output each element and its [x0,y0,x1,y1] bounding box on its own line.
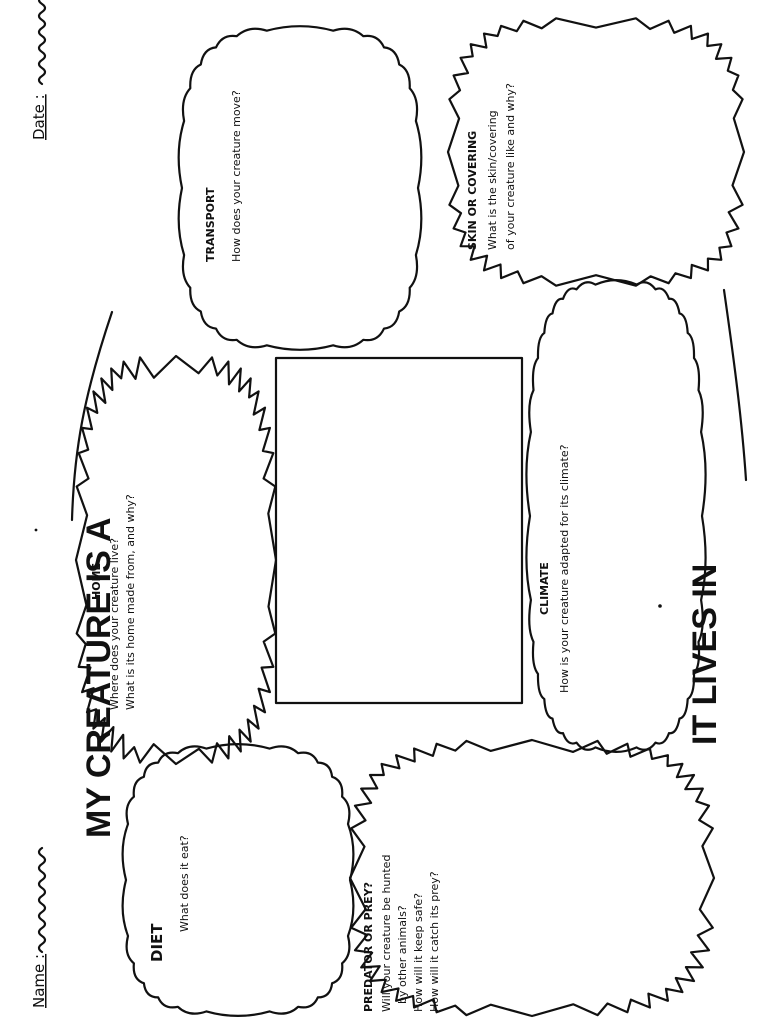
skin-prompt-1: What is the skin/covering [486,110,499,250]
date-label: Date : [30,94,48,140]
skin-heading: SKIN OR COVERING [466,131,479,250]
climate-heading: CLIMATE [538,562,551,615]
predator-prompt-4: How will it catch its prey? [428,871,441,1012]
home-heading: HOME [90,563,103,600]
transport-prompt-1: How does your creature move? [230,90,243,262]
home-panel[interactable]: HOME Where does your creature live? What… [90,494,137,710]
home-prompt-2: What is its home made from, and why? [124,494,137,710]
predator-spiky-outline [348,738,716,1018]
predator-heading: PREDATOR OR PREY? [362,882,375,1012]
transport-panel[interactable]: TRANSPORT How does your creature move? [204,90,243,262]
climate-panel[interactable]: CLIMATE How is your creature adapted for… [538,444,571,693]
transport-cloud-outline [177,25,423,351]
date-write-line[interactable] [37,0,47,86]
predator-prey-panel[interactable]: PREDATOR OR PREY? Will your creature be … [362,855,441,1012]
diet-heading: DIET [148,923,166,962]
diet-prompt-1: What does it eat? [178,835,191,932]
title-it-lives-in: IT LIVES IN [686,564,724,745]
predator-prompt-2: by other animals? [396,905,409,1004]
home-spiky-outline [74,354,278,766]
home-prompt-1: Where does your creature live? [108,538,121,710]
skin-covering-panel[interactable]: SKIN OR COVERING What is the skin/coveri… [466,83,517,250]
diet-panel[interactable]: DIET What does it eat? [148,835,191,962]
panel-outlines [74,17,746,1018]
predator-prompt-3: How will it keep safe? [412,893,425,1012]
predator-prompt-1: Will your creature be hunted [380,855,393,1012]
date-field: Date : [30,0,48,140]
drawing-box[interactable] [274,356,524,705]
creature-answer-line[interactable] [70,310,114,522]
scan-speck [34,528,38,532]
skin-spiky-outline [446,17,746,287]
transport-heading: TRANSPORT [204,187,217,262]
name-label: Name : [30,954,48,1008]
skin-prompt-2: of your creature like and why? [504,83,517,250]
climate-prompt-1: How is your creature adapted for its cli… [558,444,571,693]
habitat-answer-line[interactable] [722,288,748,482]
name-write-line[interactable] [37,846,47,954]
diet-cloud-outline [121,743,355,1017]
climate-cloud-outline [525,279,707,753]
scan-speck [658,604,662,608]
name-field: Name : [30,846,48,1008]
